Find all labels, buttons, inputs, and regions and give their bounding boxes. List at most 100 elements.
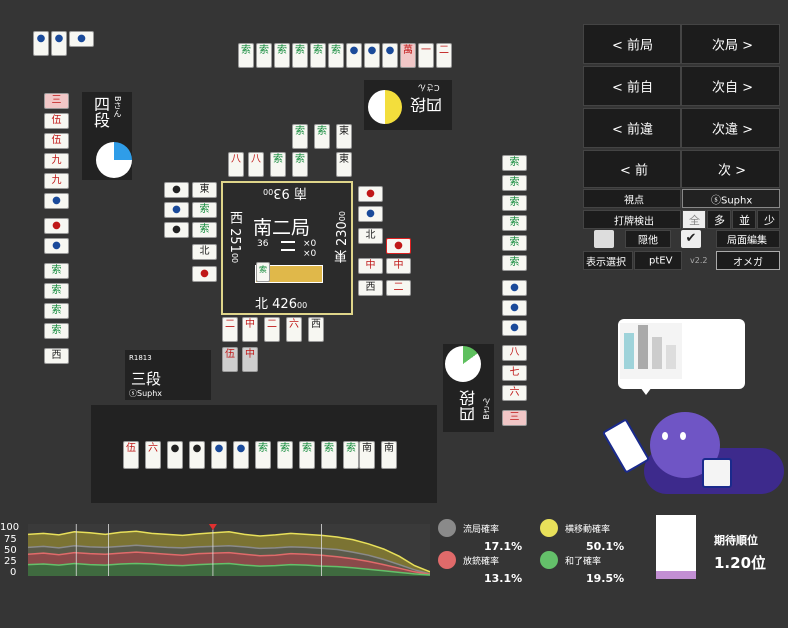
discard-tile: 二: [222, 317, 238, 342]
hand-tile: 索: [502, 155, 527, 171]
hand-tile: ●: [364, 43, 380, 68]
hand-tile[interactable]: 南: [359, 441, 375, 469]
hand-tile[interactable]: 索: [343, 441, 359, 469]
hand-tile: 九: [44, 153, 69, 169]
hand-tile: 索: [44, 303, 69, 319]
pin-tile: ●: [69, 31, 94, 47]
seat-label: 北: [255, 297, 269, 312]
discard-tile: 索: [292, 124, 308, 149]
discard-tile: 索: [270, 152, 286, 177]
hand-tile[interactable]: ●: [233, 441, 249, 469]
hand-tile: 六: [502, 385, 527, 401]
mini-bar: [652, 337, 662, 369]
discard-tile: ●: [164, 202, 189, 218]
hand-tile[interactable]: 六: [145, 441, 161, 469]
hand-tile: 三: [44, 93, 69, 109]
prev-button[interactable]: < 前: [583, 150, 681, 188]
hoju-dot: [438, 551, 456, 569]
hand-tile: 索: [238, 43, 254, 68]
hoju-value: 13.1%: [484, 572, 523, 585]
seat-score: 93: [273, 185, 290, 200]
option-all-button[interactable]: 全: [682, 210, 706, 229]
option-few-button[interactable]: 少: [757, 210, 780, 229]
discard-tile: 北: [192, 244, 217, 260]
mini-bar: [624, 333, 634, 369]
hoju-label: 放銃確率: [463, 557, 500, 567]
hand-tile[interactable]: ●: [211, 441, 227, 469]
hand-tile[interactable]: ●: [189, 441, 205, 469]
west-score-row: 西 25100: [225, 211, 244, 263]
hide-others-checkbox[interactable]: [594, 230, 614, 248]
next-foul-button[interactable]: 次違 >: [681, 108, 780, 148]
top-player-hand: 索 索 索 索 索 索 ● ● ● 萬 一 二: [238, 43, 453, 71]
expected-rank-label: 期待順位: [714, 534, 758, 547]
series-line-1: [28, 544, 430, 575]
bottom-discards: 二 中 二 六 西 伍 中: [220, 317, 350, 377]
bottom-hand-area: 伍 六 ● ● ● ● 索 索 索 索 索 南 南: [91, 405, 437, 503]
prev-kyoku-button[interactable]: < 前局: [583, 24, 681, 64]
hand-tile[interactable]: ●: [167, 441, 183, 469]
hand-tile[interactable]: 索: [321, 441, 337, 469]
hand-tile: 索: [502, 215, 527, 231]
hand-tile: ●: [502, 300, 527, 316]
next-self-button[interactable]: 次自 >: [681, 66, 780, 106]
edit-board-checkbox[interactable]: ✔: [681, 230, 701, 248]
ryukyoku-dot: [438, 519, 456, 537]
y-tick-50: 50: [4, 545, 17, 556]
hand-tile: 索: [310, 43, 326, 68]
prev-foul-button[interactable]: < 前違: [583, 108, 681, 148]
edit-board-label: 局面編集: [716, 230, 780, 248]
discard-tile: 中: [242, 347, 258, 372]
hand-tile: 索: [44, 263, 69, 279]
discard-tile: ●: [164, 222, 189, 238]
mini-bar: [666, 345, 676, 369]
discard-tile: 二: [386, 280, 411, 296]
seat-label: 東: [335, 250, 350, 264]
hand-tile[interactable]: 索: [255, 441, 271, 469]
discard-tile: 索: [192, 222, 217, 238]
round-center: 南 9300 南二局 西 25100 東 23000 36 ×0 ×0 索 北 …: [221, 181, 353, 315]
discard-tile: 西: [358, 280, 383, 296]
left-player-hand: 三 伍 伍 九 九 ● ● ● 索 索 索 索 西: [44, 93, 74, 369]
mini-bar-chart: [620, 323, 682, 379]
top-player-panel: 四段 Cさん: [364, 80, 452, 130]
hand-tile[interactable]: 南: [381, 441, 397, 469]
viewpoint-select[interactable]: ⓢSuphx: [682, 189, 780, 208]
player-pie: [445, 346, 481, 382]
next-button[interactable]: 次 >: [681, 150, 780, 188]
hand-tile: ●: [346, 43, 362, 68]
hand-tile: 索: [44, 323, 69, 339]
hand-tile[interactable]: 索: [299, 441, 315, 469]
hand-tile: 索: [502, 255, 527, 271]
seat-score-small: 00: [338, 211, 347, 222]
ihodo-label: 横移動確率: [565, 525, 611, 535]
discard-tile: 六: [286, 317, 302, 342]
hand-tile[interactable]: 索: [277, 441, 293, 469]
discard-tile: 西: [308, 317, 324, 342]
ptev-button[interactable]: ptEV: [634, 251, 682, 270]
discard-tile: ●: [358, 206, 383, 222]
hand-tile[interactable]: 伍: [123, 441, 139, 469]
right-player-panel: 四段 Bさん: [443, 344, 494, 432]
prev-self-button[interactable]: < 前自: [583, 66, 681, 106]
right-discards: ● ● 北 中 中 西 二 ●: [356, 186, 416, 316]
player-name: Cさん: [418, 83, 440, 92]
hand-tile: 萬: [400, 43, 416, 68]
option-many-button[interactable]: 多: [707, 210, 731, 229]
seat-score-small: 00: [263, 187, 274, 196]
player-name: ⓢSuphx: [129, 389, 163, 398]
left-player-panel: 四段 Bさん: [82, 92, 132, 180]
discard-tile: 八: [228, 152, 244, 177]
hand-tile: ●: [44, 218, 69, 234]
hand-tile: 七: [502, 365, 527, 381]
pin-tile: ●: [51, 31, 67, 56]
kyotaku-count-a: ×0: [303, 239, 317, 249]
option-avg-button[interactable]: 並: [732, 210, 756, 229]
next-kyoku-button[interactable]: 次局 >: [681, 24, 780, 64]
hora-dot: [540, 551, 558, 569]
discard-tile: ●: [164, 182, 189, 198]
discard-tile: 二: [264, 317, 280, 342]
player-pie: [96, 142, 132, 178]
discard-tile: 東: [336, 152, 352, 177]
omega-select[interactable]: オメガ: [716, 251, 780, 270]
